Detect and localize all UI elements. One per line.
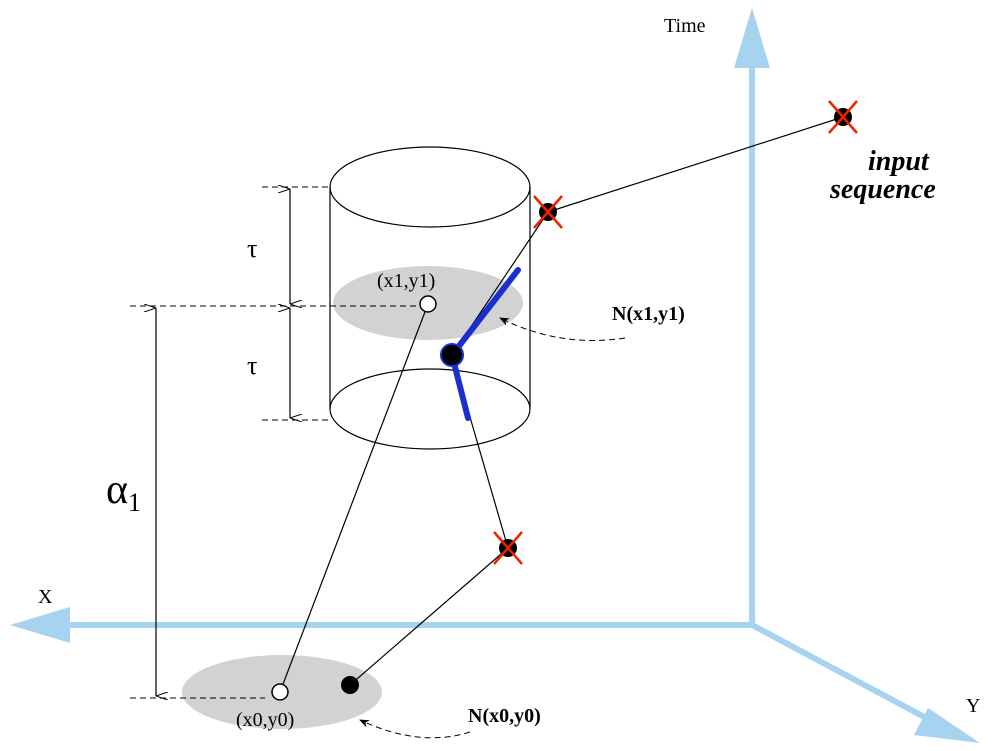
cylinder-top	[329, 146, 531, 228]
tau-lower-label: τ	[247, 351, 257, 380]
alpha-symbol: α	[106, 467, 128, 513]
point-x1y1-open	[419, 295, 437, 313]
segment-p0-to-cross3	[349, 547, 509, 686]
input-point-2	[533, 195, 563, 229]
point-x0y0-label: (x0,y0)	[236, 709, 294, 731]
tau-upper-label: τ	[247, 234, 257, 263]
axes	[10, 8, 980, 743]
segment-x0-to-x1	[279, 303, 429, 693]
x-axis-label: X	[38, 586, 53, 608]
cylinder-bottom	[329, 368, 531, 450]
trajectory-lines	[279, 116, 844, 693]
n-x0y0-label: N(x0,y0)	[468, 705, 541, 727]
point-mid-filled	[440, 343, 464, 367]
y-axis-label: Y	[966, 695, 980, 717]
point-p0-filled	[341, 676, 359, 694]
time-axis-arrowhead	[734, 8, 770, 68]
dimension-arrows	[156, 189, 290, 696]
n-x1y1-label: N(x1,y1)	[612, 303, 685, 325]
y-axis-arrowhead	[914, 708, 980, 743]
point-x1y1-label: (x1,y1)	[377, 270, 435, 292]
input-sequence-label-line1: input	[868, 146, 930, 177]
segment-cross2-to-cross1	[547, 116, 844, 213]
time-axis-label: Time	[664, 15, 706, 37]
alpha-subscript: 1	[128, 488, 141, 517]
input-sequence-label-line2: sequence	[829, 174, 936, 205]
input-point-1	[828, 100, 858, 134]
x-axis-arrowhead	[10, 607, 70, 643]
y-axis	[750, 622, 947, 731]
pointer-n-x1y1	[499, 317, 626, 341]
point-x0y0-open	[271, 683, 289, 701]
pointer-n-x0y0	[359, 719, 471, 739]
input-point-3	[493, 531, 523, 565]
alpha-label: α1	[106, 467, 141, 517]
